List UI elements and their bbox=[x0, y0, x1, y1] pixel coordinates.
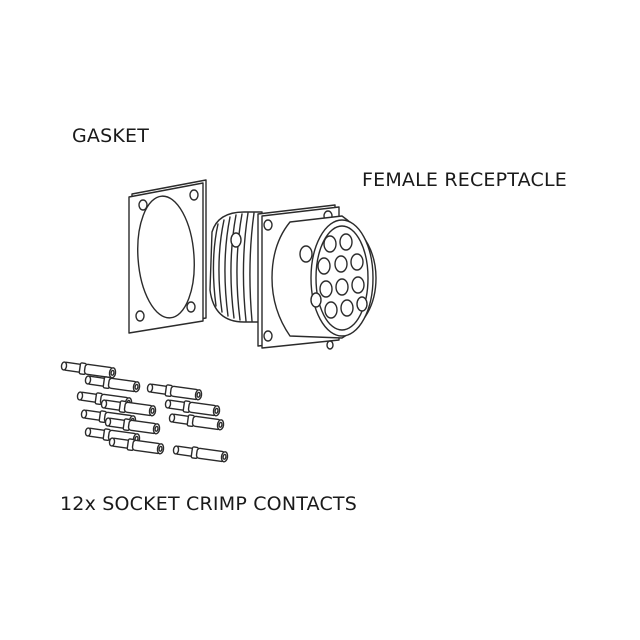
receptacle-rear-thread bbox=[209, 211, 263, 323]
receptacle-contact-cavities bbox=[310, 233, 368, 319]
socket-contact bbox=[146, 383, 203, 401]
cavity bbox=[350, 253, 364, 271]
cavity bbox=[335, 278, 349, 296]
cavity bbox=[351, 276, 365, 294]
cavity bbox=[323, 235, 337, 253]
socket-crimp-contacts-label: 12x SOCKET CRIMP CONTACTS bbox=[60, 493, 357, 515]
socket-contact bbox=[60, 361, 117, 379]
socket-contact bbox=[108, 437, 165, 455]
socket-contact bbox=[104, 417, 161, 435]
cavity bbox=[324, 301, 338, 319]
female-receptacle-label: FEMALE RECEPTACLE bbox=[362, 169, 567, 191]
socket-contact bbox=[168, 413, 225, 431]
female-receptacle bbox=[209, 204, 377, 350]
socket-crimp-contacts bbox=[60, 361, 229, 463]
cavity bbox=[319, 280, 333, 298]
cavity bbox=[340, 299, 354, 317]
gasket bbox=[128, 179, 207, 334]
socket-contact bbox=[172, 445, 229, 463]
cavity bbox=[334, 255, 348, 273]
cavity bbox=[317, 257, 331, 275]
cavity bbox=[356, 296, 368, 312]
socket-contact bbox=[100, 399, 157, 417]
gasket-label: GASKET bbox=[72, 125, 150, 147]
socket-contact bbox=[84, 375, 141, 393]
cavity bbox=[310, 292, 322, 308]
cavity bbox=[339, 233, 353, 251]
socket-contact bbox=[164, 399, 221, 417]
